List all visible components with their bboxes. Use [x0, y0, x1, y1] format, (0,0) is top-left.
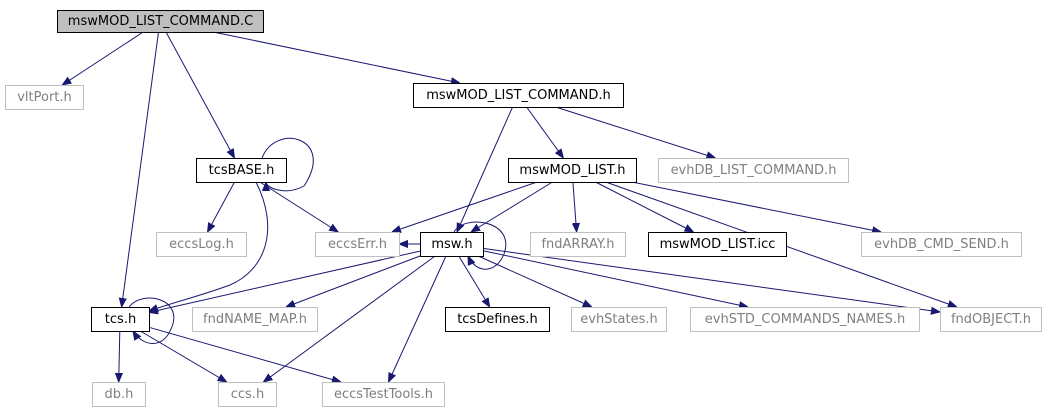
node-box — [91, 307, 150, 332]
node-box — [658, 158, 849, 183]
node-mml_h[interactable]: mswMOD_LIST.h — [508, 158, 637, 183]
node-box — [192, 307, 318, 332]
node-box — [315, 232, 400, 257]
edge-tcs-to-eccsTT — [148, 326, 341, 382]
edge-msw-to-msw — [453, 221, 507, 270]
node-fndARR[interactable]: fndARRAY.h — [530, 232, 626, 257]
node-box — [445, 307, 550, 332]
edge-mml_h-to-mmlicc — [595, 181, 694, 232]
edge-tcs-to-ccs — [140, 330, 226, 382]
node-label: tcsBASE.h — [209, 163, 275, 178]
node-label: vltPort.h — [17, 90, 72, 105]
node-label: msw.h — [431, 237, 472, 252]
node-tcsDef[interactable]: tcsDefines.h — [445, 307, 550, 332]
node-msw[interactable]: msw.h — [420, 232, 484, 257]
edge-mml_h-to-eccsErr — [392, 181, 538, 232]
node-vltPort[interactable]: vltPort.h — [5, 85, 84, 110]
node-eccsTT[interactable]: eccsTestTools.h — [322, 382, 445, 407]
node-box — [196, 158, 287, 183]
node-box — [571, 307, 667, 332]
node-box — [861, 232, 1022, 257]
edge-tcs-to-db — [119, 330, 120, 382]
edge-tcsBASE-to-tcs — [149, 181, 269, 311]
edge-root-to-vltPort — [62, 31, 144, 85]
node-box — [413, 83, 624, 108]
node-label: eccsErr.h — [328, 237, 387, 252]
edge-msw-to-fndNM — [286, 255, 421, 307]
edge-mml_h-to-fndARR — [573, 181, 577, 232]
node-label: evhDB_CMD_SEND.h — [874, 237, 1009, 252]
node-label: fndOBJECT.h — [951, 312, 1031, 327]
node-box — [420, 232, 484, 257]
node-label: db.h — [105, 387, 134, 402]
node-label: mswMOD_LIST.h — [519, 163, 625, 178]
edge-msw-to-ccs — [263, 255, 436, 382]
edge-mlc_h-to-evhLC — [555, 106, 716, 158]
node-label: evhStates.h — [580, 312, 658, 327]
node-label: ccs.h — [231, 387, 264, 402]
node-box — [530, 232, 626, 257]
edge-msw-to-evhSt — [477, 255, 592, 307]
node-box — [57, 10, 264, 33]
edge-tcsBASE-to-eccsErr — [259, 181, 338, 232]
node-label: mswMOD_LIST_COMMAND.h — [426, 88, 611, 103]
node-box — [218, 382, 277, 407]
node-db[interactable]: db.h — [92, 382, 146, 407]
node-box — [648, 232, 787, 257]
nodes-layer: mswMOD_LIST_COMMAND.C vltPort.h mswMOD_LIS… — [5, 10, 1042, 407]
node-label: fndNAME_MAP.h — [203, 312, 307, 327]
node-box — [690, 307, 920, 332]
edge-root-to-tcsBASE — [165, 31, 235, 158]
node-label: eccsLog.h — [169, 237, 234, 252]
node-box — [92, 382, 146, 407]
node-label: tcs.h — [105, 312, 136, 327]
edge-tcs-to-tcs — [128, 297, 175, 344]
node-label: tcsDefines.h — [457, 312, 538, 327]
edge-root-to-tcs — [122, 31, 159, 307]
node-box — [322, 382, 445, 407]
edge-msw-to-eccsTT — [389, 255, 447, 382]
node-root[interactable]: mswMOD_LIST_COMMAND.C — [57, 10, 264, 33]
node-label: evhDB_LIST_COMMAND.h — [671, 163, 837, 178]
node-label: mswMOD_LIST.icc — [660, 237, 776, 252]
node-tcs[interactable]: tcs.h — [91, 307, 150, 332]
edge-mlc_h-to-mml_h — [526, 106, 564, 158]
node-evhLC[interactable]: evhDB_LIST_COMMAND.h — [658, 158, 849, 183]
node-box — [940, 307, 1042, 332]
edge-tcsBASE-to-eccsLog — [208, 181, 235, 232]
edge-mml_h-to-evhCMD — [631, 181, 881, 232]
node-evhSTD[interactable]: evhSTD_COMMANDS_NAMES.h — [690, 307, 920, 332]
edge-msw-to-evhSTD — [482, 250, 748, 307]
node-eccsLog[interactable]: eccsLog.h — [156, 232, 247, 257]
edge-msw-to-tcs — [149, 250, 421, 312]
node-fndOBJ[interactable]: fndOBJECT.h — [940, 307, 1042, 332]
edge-msw-to-tcsDef — [458, 255, 490, 307]
edge-root-to-mlc_h — [213, 31, 460, 83]
node-label: fndARRAY.h — [541, 237, 614, 252]
edge-tcsBASE-to-tcsBASE — [261, 137, 314, 192]
node-label: evhSTD_COMMANDS_NAMES.h — [705, 312, 905, 327]
node-tcsBASE[interactable]: tcsBASE.h — [196, 158, 287, 183]
node-box — [5, 85, 84, 110]
node-eccsErr[interactable]: eccsErr.h — [315, 232, 400, 257]
node-fndNM[interactable]: fndNAME_MAP.h — [192, 307, 318, 332]
edge-mml_h-to-msw — [471, 181, 553, 232]
node-ccs[interactable]: ccs.h — [218, 382, 277, 407]
edge-mlc_h-to-msw — [457, 106, 514, 232]
node-evhCMD[interactable]: evhDB_CMD_SEND.h — [861, 232, 1022, 257]
node-mlc_h[interactable]: mswMOD_LIST_COMMAND.h — [413, 83, 624, 108]
node-box — [508, 158, 637, 183]
node-label: eccsTestTools.h — [334, 387, 433, 402]
edge-msw-to-fndOBJ — [482, 247, 940, 312]
node-box — [156, 232, 247, 257]
node-label: mswMOD_LIST_COMMAND.C — [68, 14, 253, 29]
node-mmlicc[interactable]: mswMOD_LIST.icc — [648, 232, 787, 257]
node-evhSt[interactable]: evhStates.h — [571, 307, 667, 332]
